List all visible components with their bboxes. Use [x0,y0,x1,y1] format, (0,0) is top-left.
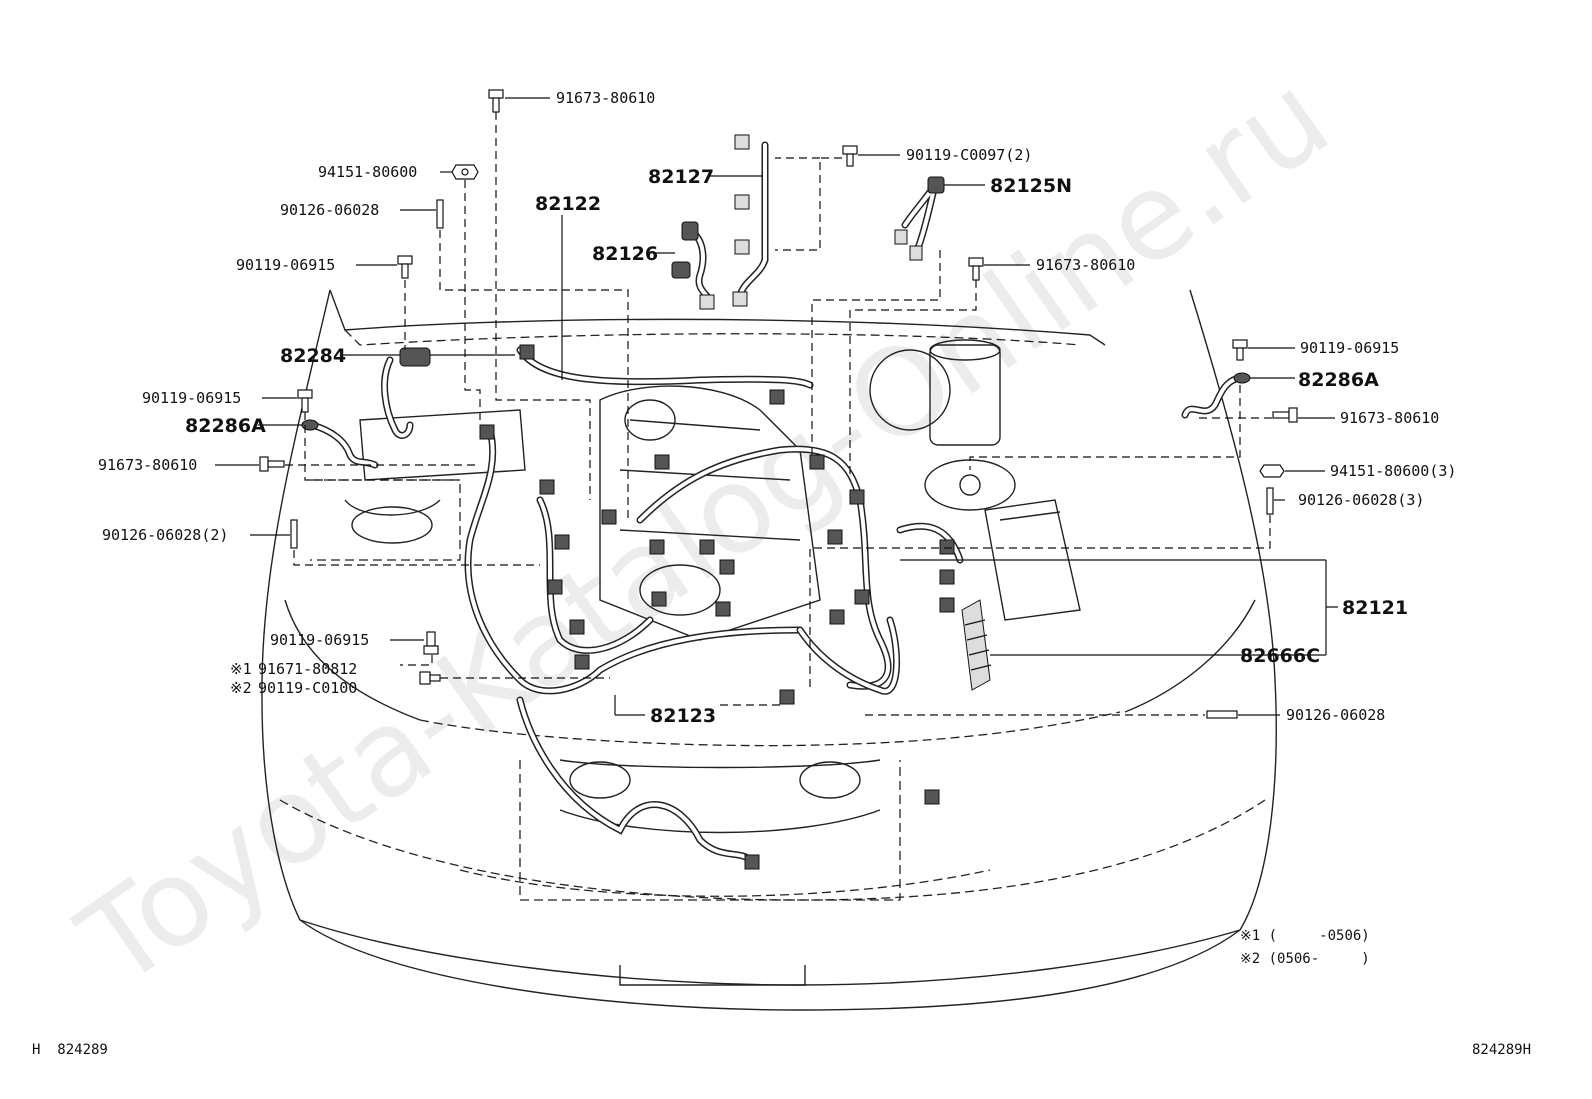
bolt-90119-06915-left-mid [297,389,313,413]
marker-2: ※2 [230,679,252,697]
label-82284: 82284 [280,345,346,367]
bolt-91673-80610-right [1272,407,1298,423]
stud-90126-06028-3 [1266,487,1274,515]
bolt-91671-80812 [419,671,441,685]
bolt-91673-80610-top [488,89,504,113]
label-90119-06915-right: 90119-06915 [1300,339,1399,357]
stud-90126-06028-right [1206,710,1238,719]
bolt-90119-06915-left-top [397,255,413,279]
label-94151-80600: 94151-80600 [318,163,417,181]
label-90119-C0100: 90119-C0100 [258,679,357,697]
label-82123: 82123 [650,705,716,727]
label-82126: 82126 [592,243,658,265]
nut-94151-80600-3 [1259,464,1285,478]
label-91673-80610-right: 91673-80610 [1340,409,1439,427]
harness-82286A-left [301,419,379,469]
label-82286A-left: 82286A [185,415,266,437]
wire-harness-main [464,346,964,864]
stud-90126-06028-left [436,199,444,229]
label-90126-06028-right: 90126-06028 [1286,706,1385,724]
stud-90126-06028-2 [290,519,298,549]
bolt-90119-C0097 [842,145,858,167]
harness-82126 [671,221,715,310]
label-91673-80610-mid: 91673-80610 [1036,256,1135,274]
leader-lines [215,97,1338,716]
label-82121: 82121 [1342,597,1408,619]
label-90119-06915-low: 90119-06915 [270,631,369,649]
label-90126-06028-left: 90126-06028 [280,201,379,219]
label-90119-C0097: 90119-C0097(2) [906,146,1032,164]
footer-right-code: 824289H [1472,1042,1531,1058]
vehicle-body-outline [261,289,1277,1011]
footer-left-code: H 824289 [32,1042,108,1058]
label-90119-06915-left-top: 90119-06915 [236,256,335,274]
label-82122: 82122 [535,193,601,215]
label-82125N: 82125N [990,175,1072,197]
label-90126-06028-2: 90126-06028(2) [102,526,228,544]
label-82666C: 82666C [1240,645,1320,667]
label-91673-80610-left: 91673-80610 [98,456,197,474]
nut-94151-80600 [451,164,479,180]
watermark: Toyota-Katalog-Online.ru [56,48,1353,1015]
label-94151-80600-3: 94151-80600(3) [1330,462,1456,480]
legend-note-2: ※2 (0506- ) [1240,951,1370,967]
label-82286A-right: 82286A [1298,369,1379,391]
harness-82125N [894,176,945,261]
legend: ※1 ( -0506) ※2 (0506- ) [1240,928,1370,967]
label-82127: 82127 [648,166,714,188]
engine-connectors [479,344,955,870]
marker-1: ※1 [230,660,252,678]
label-91673-80610-top: 91673-80610 [556,89,655,107]
bolt-90119-06915-low [423,631,439,655]
bolt-91673-80610-left [259,456,285,472]
bolt-90119-06915-right [1232,339,1248,361]
label-91671-80812: 91671-80812 [258,660,357,678]
label-90126-06028-3: 90126-06028(3) [1298,491,1424,509]
label-90119-06915-left-mid: 90119-06915 [142,389,241,407]
legend-note-1: ※1 ( -0506) [1240,928,1370,944]
part-labels: 91673-80610 94151-80600 90126-06028 9011… [98,89,1456,727]
harness-82284 [381,347,431,439]
harness-82127 [732,134,769,307]
ecu-82666C [961,599,992,691]
harness-82286A-right [1181,372,1251,419]
